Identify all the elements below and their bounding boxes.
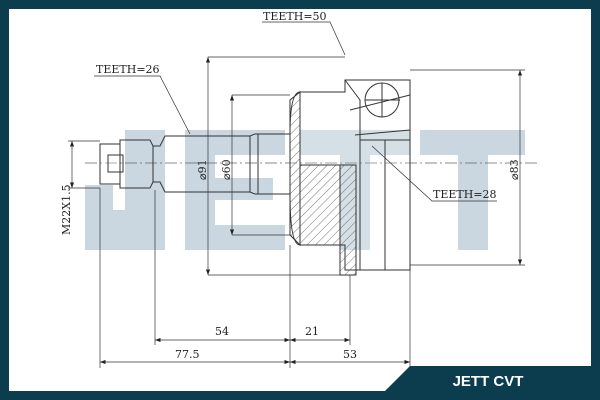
length-77-5-label: 77.5 bbox=[175, 348, 200, 361]
brand-band bbox=[385, 366, 591, 391]
diameter-91-label: ⌀91 bbox=[196, 159, 209, 180]
teeth-inner-label: TEETH=28 bbox=[433, 188, 497, 201]
length-21-label: 21 bbox=[305, 325, 319, 338]
cv-joint-part bbox=[99, 79, 411, 276]
teeth-outer-label: TEETH=50 bbox=[263, 10, 327, 23]
diameter-83-label: ⌀83 bbox=[508, 159, 521, 180]
length-53-label: 53 bbox=[343, 348, 357, 361]
teeth-shaft-label: TEETH=26 bbox=[96, 63, 160, 76]
length-54-label: 54 bbox=[215, 325, 229, 338]
thread-label: M22X1.5 bbox=[60, 184, 73, 235]
brand-name: JETT CVT bbox=[453, 373, 524, 390]
diameter-60-label: ⌀60 bbox=[220, 159, 233, 180]
